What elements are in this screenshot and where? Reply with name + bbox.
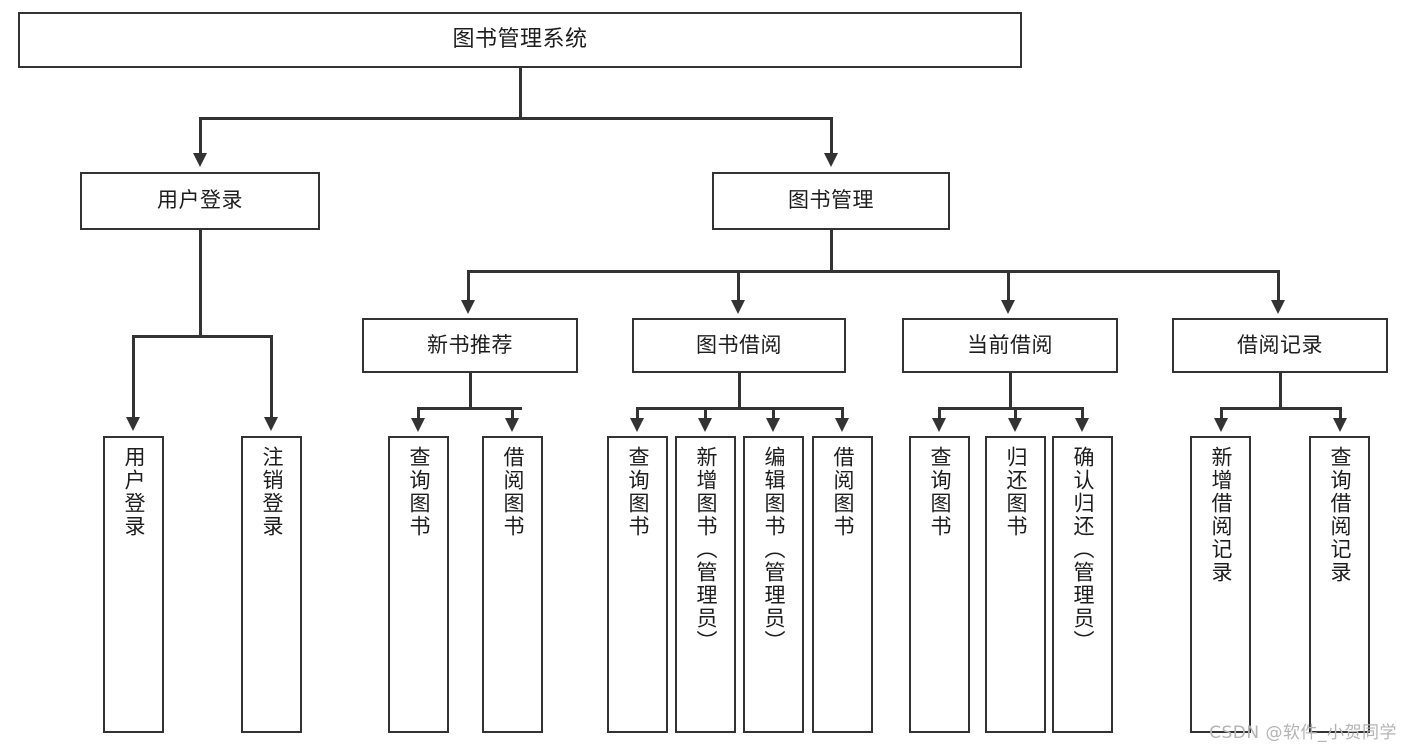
connector-drop-nb-borrow: [511, 407, 514, 421]
node-user-login[interactable]: 用户登录: [80, 172, 320, 230]
connector-drop-bb-edit: [772, 407, 775, 421]
node-new-book-recommend[interactable]: 新书推荐: [362, 318, 578, 373]
connector-borrow-record-bus: [1220, 407, 1341, 410]
node-label: 编辑图书（管理员）: [761, 446, 786, 653]
node-current-borrow[interactable]: 当前借阅: [902, 318, 1118, 373]
arrowhead-leaf-logout: [264, 417, 278, 431]
node-label: 查询借阅记录: [1327, 446, 1352, 584]
arrowhead-book-borrow: [731, 300, 745, 314]
connector-drop-current-borrow: [1007, 270, 1010, 303]
node-label: 查询图书: [406, 446, 431, 538]
node-label: 用户登录: [121, 446, 146, 538]
connector-drop-br-add: [1220, 407, 1223, 421]
connector-borrow-record-stem: [1279, 373, 1282, 409]
arrowhead-new-book: [461, 300, 475, 314]
connector-drop-cb-return: [1014, 407, 1017, 421]
node-label: 新书推荐: [427, 332, 513, 357]
leaf-cb-query-book[interactable]: 查询图书: [909, 436, 970, 733]
arrowhead-bb-edit: [766, 418, 780, 432]
leaf-br-add-record[interactable]: 新增借阅记录: [1190, 436, 1251, 733]
connector-book-borrow-bus: [636, 407, 844, 410]
arrowhead-user-login: [193, 153, 207, 167]
node-root-system[interactable]: 图书管理系统: [18, 12, 1022, 68]
arrowhead-br-add: [1214, 418, 1228, 432]
connector-drop-bb-add: [704, 407, 707, 421]
node-label: 借阅记录: [1237, 332, 1323, 357]
node-label: 图书借阅: [696, 332, 782, 357]
node-label: 新增借阅记录: [1208, 446, 1233, 584]
arrowhead-br-query: [1333, 418, 1347, 432]
connector-drop-leaf-logout: [270, 335, 273, 420]
leaf-bb-add-book[interactable]: 新增图书（管理员）: [675, 436, 736, 733]
leaf-cb-confirm-return[interactable]: 确认归还（管理员）: [1052, 436, 1113, 733]
connector-new-book-bus: [417, 407, 522, 410]
leaf-cb-return-book[interactable]: 归还图书: [985, 436, 1046, 733]
arrowhead-borrow-record: [1271, 300, 1285, 314]
leaf-nb-query-book[interactable]: 查询图书: [388, 436, 449, 733]
connector-current-borrow-stem: [1009, 373, 1012, 409]
leaf-bb-query-book[interactable]: 查询图书: [607, 436, 668, 733]
watermark-text: CSDN @软件_小贺同学: [1209, 723, 1397, 743]
leaf-logout[interactable]: 注销登录: [241, 436, 302, 733]
leaf-user-login[interactable]: 用户登录: [103, 436, 164, 733]
connector-drop-leaf-user-login: [132, 335, 135, 420]
leaf-bb-borrow-book[interactable]: 借阅图书: [812, 436, 873, 733]
node-label: 借阅图书: [830, 446, 855, 538]
arrowhead-nb-query: [411, 418, 425, 432]
node-book-management[interactable]: 图书管理: [712, 172, 950, 230]
connector-drop-user-login: [199, 117, 202, 156]
arrowhead-nb-borrow: [505, 418, 519, 432]
connector-level3-bus: [467, 270, 1278, 273]
node-label: 查询图书: [625, 446, 650, 538]
node-label: 归还图书: [1003, 446, 1028, 538]
connector-new-book-stem: [469, 373, 472, 409]
node-book-borrow[interactable]: 图书借阅: [632, 318, 846, 373]
node-label: 新增图书（管理员）: [693, 446, 718, 653]
arrowhead-book-manage: [824, 153, 838, 167]
arrowhead-bb-query: [630, 418, 644, 432]
node-label: 当前借阅: [967, 332, 1053, 357]
connector-drop-cb-query: [938, 407, 941, 421]
connector-book-manage-stem: [830, 230, 833, 272]
connector-drop-br-query: [1339, 407, 1342, 421]
connector-root-stem: [519, 68, 522, 117]
arrowhead-cb-return: [1008, 418, 1022, 432]
arrowhead-leaf-user-login: [126, 417, 140, 431]
leaf-nb-borrow-book[interactable]: 借阅图书: [482, 436, 543, 733]
connector-drop-cb-confirm: [1081, 407, 1084, 421]
leaf-br-query-record[interactable]: 查询借阅记录: [1309, 436, 1370, 733]
arrowhead-cb-confirm: [1075, 418, 1089, 432]
connector-level2-bus: [199, 117, 832, 120]
connector-current-borrow-bus: [938, 407, 1084, 410]
node-label: 图书管理系统: [452, 26, 588, 52]
node-label: 用户登录: [157, 188, 243, 213]
connector-drop-bb-borrow: [841, 407, 844, 421]
arrowhead-cb-query: [932, 418, 946, 432]
node-borrow-record[interactable]: 借阅记录: [1172, 318, 1388, 373]
connector-drop-nb-query: [417, 407, 420, 421]
connector-drop-book-borrow: [737, 270, 740, 303]
node-label: 查询图书: [927, 446, 952, 538]
connector-user-login-stem: [199, 230, 202, 335]
node-label: 确认归还（管理员）: [1070, 446, 1095, 653]
arrowhead-bb-add: [698, 418, 712, 432]
arrowhead-bb-borrow: [835, 418, 849, 432]
leaf-bb-edit-book[interactable]: 编辑图书（管理员）: [743, 436, 804, 733]
node-label: 借阅图书: [500, 446, 525, 538]
node-label: 图书管理: [788, 188, 874, 213]
connector-drop-new-book: [467, 270, 470, 303]
node-label: 注销登录: [259, 446, 284, 538]
connector-user-login-bus: [132, 335, 270, 338]
connector-drop-book-manage: [830, 117, 833, 156]
arrowhead-current-borrow: [1001, 300, 1015, 314]
connector-book-borrow-stem: [738, 373, 741, 409]
connector-drop-borrow-record: [1277, 270, 1280, 303]
connector-drop-bb-query: [636, 407, 639, 421]
